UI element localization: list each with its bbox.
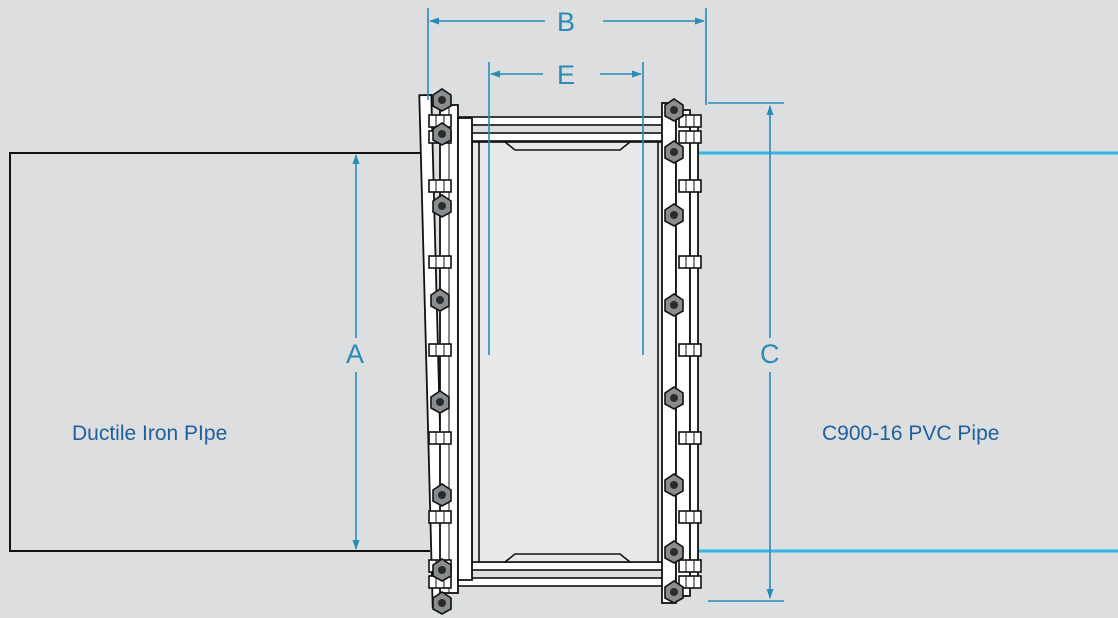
dimension-c [708,102,784,602]
coupling-sleeve [471,141,667,563]
dimension-a-label: A [346,339,365,369]
restraint-coupling [418,88,702,615]
ductile-iron-pipe-label: Ductile Iron PIpe [72,422,228,445]
pvc-pipe-label: C900-16 PVC Pipe [822,422,1000,445]
left-nuts [428,114,452,589]
ductile-iron-pipe-outline [9,152,430,552]
right-nuts [678,114,702,589]
dimension-e-label: E [557,60,576,90]
dimension-b-label: B [557,7,576,37]
dimension-e [488,62,644,355]
pvc-pipe-outline [695,151,1118,553]
dimension-c-label: C [760,339,780,369]
dimension-b [427,8,707,105]
